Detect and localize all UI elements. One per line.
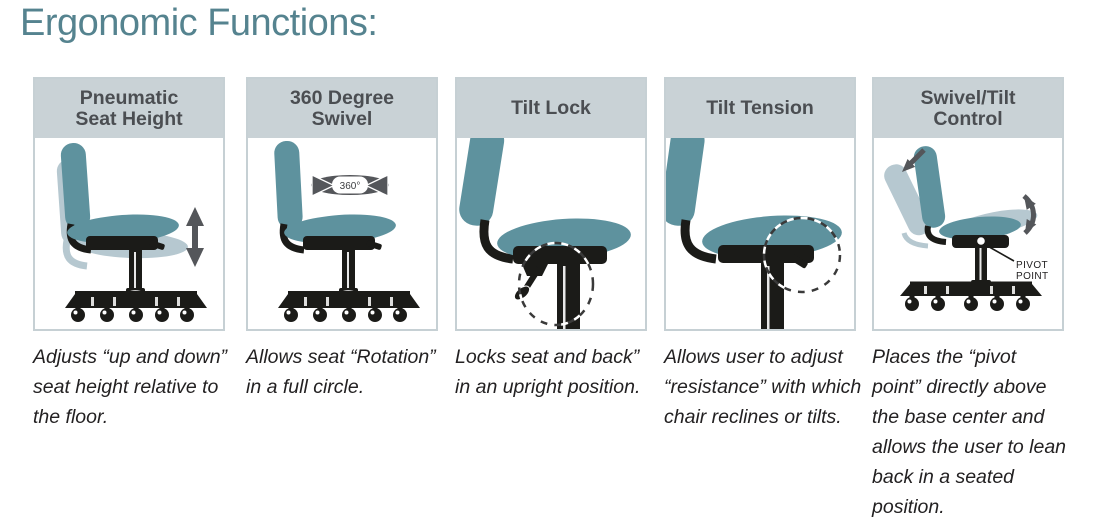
panel-tilt-lock: Tilt Lock: [455, 77, 647, 331]
swivel-rotation-arrow-icon: 360°: [311, 173, 389, 198]
seat-closeup-icon: [666, 138, 842, 329]
casters: [284, 305, 407, 322]
page-title: Ergonomic Functions:: [20, 2, 378, 44]
panel-title: 360 Degree Swivel: [289, 86, 395, 130]
panel-title: Swivel/Tilt Control: [920, 86, 1016, 130]
panel-description: Adjusts “up and down” seat height relati…: [33, 346, 228, 428]
chair: [274, 140, 420, 322]
panel-header: Tilt Lock: [457, 79, 645, 138]
panel-title: Pneumatic Seat Height: [75, 86, 183, 130]
panel-header: Pneumatic Seat Height: [35, 79, 223, 138]
panel-title: Tilt Lock: [511, 97, 591, 119]
chair-side-view-icon: PIVOT POINT: [884, 146, 1048, 311]
chair: [900, 146, 1042, 311]
chair-closeup: [459, 138, 631, 329]
casters: [71, 305, 194, 322]
pivot-point-marker: PIVOT POINT: [977, 237, 1048, 282]
panel-tilt-tension: Tilt Tension: [664, 77, 856, 331]
tension-knob: [791, 254, 808, 269]
tilt-lock-illustration: [457, 138, 645, 329]
tilt-curved-arrow-icon: [1022, 194, 1037, 235]
lever-highlight-circle: [517, 241, 595, 327]
chair-side-view-icon: [56, 143, 207, 322]
panel-360-degree-swivel: 360 Degree Swivel: [246, 77, 438, 331]
chair-swivel-illustration: 360°: [248, 138, 436, 329]
panel-column-swivel-tilt-control: Swivel/Tilt Control: [872, 77, 1066, 522]
panel-header: Swivel/Tilt Control: [874, 79, 1062, 138]
panel-description: Places the “pivot point” directly above …: [872, 346, 1067, 518]
chair-side-view-icon: 360°: [274, 140, 420, 322]
panel-column-tilt-lock: Tilt Lock: [455, 77, 647, 402]
panel-pneumatic-seat-height: Pneumatic Seat Height: [33, 77, 225, 331]
knob-highlight-circle: [762, 216, 842, 294]
tilt-lock-lever: [513, 266, 542, 301]
pivot-point-illustration: PIVOT POINT: [874, 138, 1062, 329]
panel-description: Allows seat “Rotation” in a full circle.: [246, 346, 436, 398]
panel-header: Tilt Tension: [666, 79, 854, 138]
casters: [905, 294, 1030, 311]
chair: [60, 143, 207, 322]
seat-closeup-icon: [459, 138, 631, 329]
panel-description: Locks seat and back” in an upright posit…: [455, 346, 641, 398]
swivel-degrees-label: 360°: [340, 181, 361, 192]
panel-header: 360 Degree Swivel: [248, 79, 436, 138]
pivot-point-label-line2: POINT: [1016, 271, 1049, 282]
pivot-point-label-line1: PIVOT: [1016, 260, 1048, 271]
chair-height-illustration: [35, 138, 223, 329]
chair-closeup: [666, 138, 842, 329]
recline-arrow-icon: [902, 148, 926, 172]
up-down-arrow-icon: [186, 207, 204, 267]
panel-description: Allows user to adjust “resistance” with …: [664, 346, 862, 428]
tilt-tension-illustration: [666, 138, 854, 329]
panel-swivel-tilt-control: Swivel/Tilt Control: [872, 77, 1064, 331]
panel-title: Tilt Tension: [706, 97, 814, 119]
panel-column-360-degree-swivel: 360 Degree Swivel: [246, 77, 438, 402]
panel-column-pneumatic-seat-height: Pneumatic Seat Height: [33, 77, 227, 432]
panel-column-tilt-tension: Tilt Tension Allows use: [664, 77, 861, 432]
